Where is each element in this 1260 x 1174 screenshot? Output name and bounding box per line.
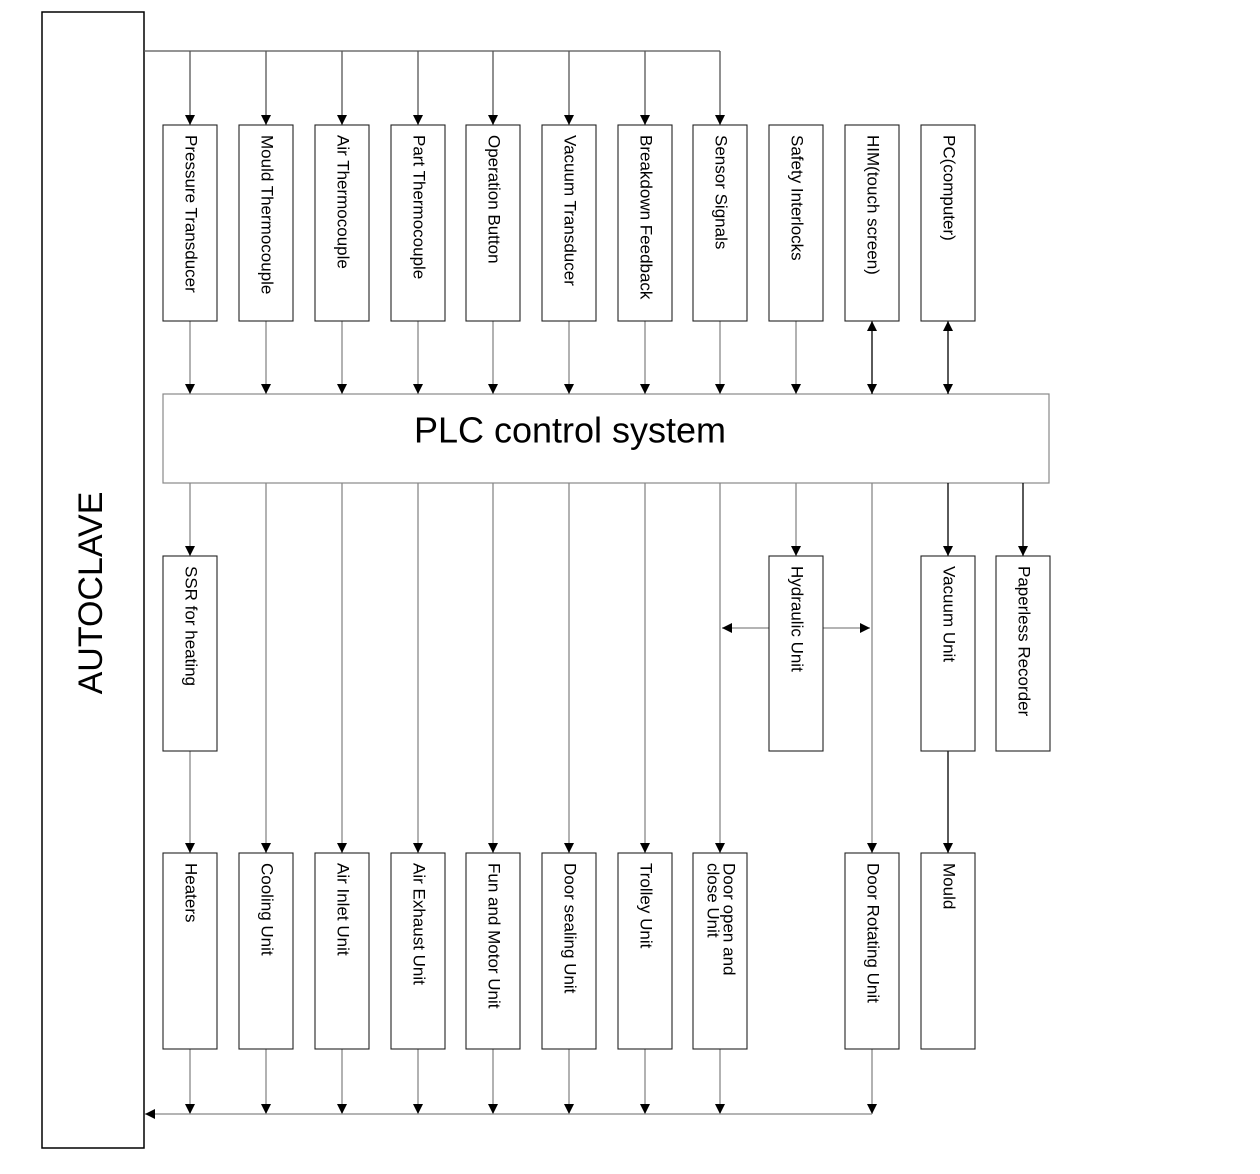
- door-rotating-unit-label: Door Rotating Unit: [864, 863, 883, 1003]
- air-inlet-unit-label: Air Inlet Unit: [334, 863, 353, 956]
- door-sealing-unit-box: Door sealing Unit: [541, 852, 597, 1050]
- paperless-recorder-box: Paperless Recorder: [995, 555, 1051, 752]
- mould-thermocouple-box: Mould Thermocouple: [238, 124, 294, 322]
- cooling-unit-box: Cooling Unit: [238, 852, 294, 1050]
- pressure-transducer-box: Pressure Transducer: [162, 124, 218, 322]
- hydraulic-unit-box: Hydraulic Unit: [768, 555, 824, 752]
- door-rotating-unit-box: Door Rotating Unit: [844, 852, 900, 1050]
- part-thermocouple-box: Part Thermocouple: [390, 124, 446, 322]
- mould-label: Mould: [940, 863, 959, 909]
- pressure-transducer-label: Pressure Transducer: [182, 135, 201, 293]
- trolley-unit-box: Trolley Unit: [617, 852, 673, 1050]
- autoclave-box: [41, 11, 145, 1149]
- cooling-unit-label: Cooling Unit: [258, 863, 277, 956]
- sensor-signals-box: Sensor Signals: [692, 124, 748, 322]
- plc-control-system-label: PLC control system: [414, 410, 726, 451]
- mould-thermocouple-label: Mould Thermocouple: [258, 135, 277, 294]
- him-touch-screen-box: HIM(touch screen): [844, 124, 900, 322]
- air-thermocouple-box: Air Thermocouple: [314, 124, 370, 322]
- door-open-and-close-unit-label: Door open and: [720, 863, 739, 975]
- breakdown-feedback-label: Breakdown Feedback: [637, 135, 656, 300]
- heaters-box: Heaters: [162, 852, 218, 1050]
- breakdown-feedback-box: Breakdown Feedback: [617, 124, 673, 322]
- door-open-and-close-unit-label: close Unit: [704, 863, 723, 938]
- air-exhaust-unit-box: Air Exhaust Unit: [390, 852, 446, 1050]
- part-thermocouple-label: Part Thermocouple: [410, 135, 429, 279]
- vacuum-transducer-label: Vacuum Transducer: [561, 135, 580, 286]
- ssr-for-heating-label: SSR for heating: [182, 566, 201, 686]
- air-exhaust-unit-label: Air Exhaust Unit: [410, 863, 429, 985]
- door-sealing-unit-label: Door sealing Unit: [561, 863, 580, 994]
- hydraulic-unit-label: Hydraulic Unit: [788, 566, 807, 672]
- trolley-unit-label: Trolley Unit: [637, 863, 656, 949]
- mould-box: Mould: [920, 852, 976, 1050]
- him-touch-screen-label: HIM(touch screen): [864, 135, 883, 275]
- fun-and-motor-unit-label: Fun and Motor Unit: [485, 863, 504, 1009]
- air-inlet-unit-box: Air Inlet Unit: [314, 852, 370, 1050]
- vacuum-unit-box: Vacuum Unit: [920, 555, 976, 752]
- sensor-signals-label: Sensor Signals: [712, 135, 731, 249]
- heaters-label: Heaters: [182, 863, 201, 923]
- autoclave-label: AUTOCLAVE: [72, 492, 110, 695]
- safety-interlocks-box: Safety Interlocks: [768, 124, 824, 322]
- fun-and-motor-unit-box: Fun and Motor Unit: [465, 852, 521, 1050]
- pc-computer-label: PC(computer): [940, 135, 959, 241]
- safety-interlocks-label: Safety Interlocks: [788, 135, 807, 261]
- ssr-for-heating-box: SSR for heating: [162, 555, 218, 752]
- vacuum-unit-label: Vacuum Unit: [940, 566, 959, 662]
- connectors: [144, 50, 1028, 1119]
- vacuum-transducer-box: Vacuum Transducer: [541, 124, 597, 322]
- plc-control-system-box: [162, 393, 1050, 484]
- operation-button-label: Operation Button: [485, 135, 504, 264]
- air-thermocouple-label: Air Thermocouple: [334, 135, 353, 269]
- pc-computer-box: PC(computer): [920, 124, 976, 322]
- operation-button-box: Operation Button: [465, 124, 521, 322]
- paperless-recorder-label: Paperless Recorder: [1015, 566, 1034, 717]
